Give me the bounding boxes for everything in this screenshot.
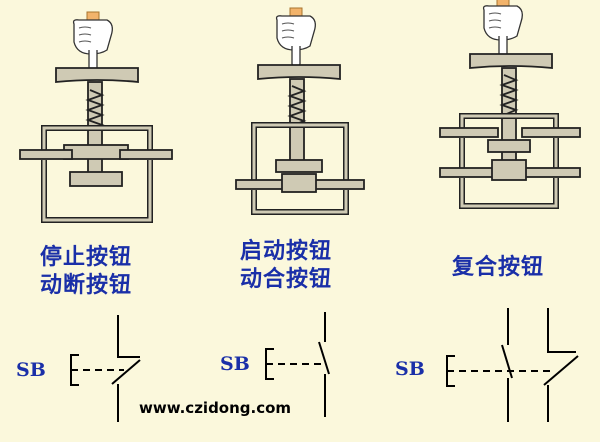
caption-line: 动断按钮: [40, 273, 133, 298]
nc-button-mechanism: [19, 11, 173, 223]
nc-contact-symbol: [70, 315, 141, 422]
caption-nc-button: 停止按钮 动断按钮: [40, 244, 132, 300]
caption-line: 动合按钮: [240, 267, 333, 292]
sb-label-no: SB: [220, 353, 250, 375]
caption-composite-button: 复合按钮: [452, 254, 544, 282]
caption-line: 复合按钮: [452, 255, 545, 280]
no-button-mechanism: [235, 7, 365, 215]
sb-label-composite: SB: [395, 358, 425, 380]
watermark: www.czidong.com: [139, 399, 292, 417]
composite-contact-symbol: [446, 308, 579, 422]
composite-button-mechanism: [439, 0, 581, 209]
caption-no-button: 启动按钮 动合按钮: [240, 238, 332, 294]
pointing-hand-icon: [482, 0, 523, 58]
pointing-hand-icon: [275, 7, 316, 68]
no-contact-symbol: [265, 312, 330, 417]
caption-line: 停止按钮: [40, 245, 133, 270]
pointing-hand-icon: [72, 11, 113, 72]
sb-label-nc: SB: [16, 359, 46, 381]
caption-line: 启动按钮: [240, 239, 333, 264]
